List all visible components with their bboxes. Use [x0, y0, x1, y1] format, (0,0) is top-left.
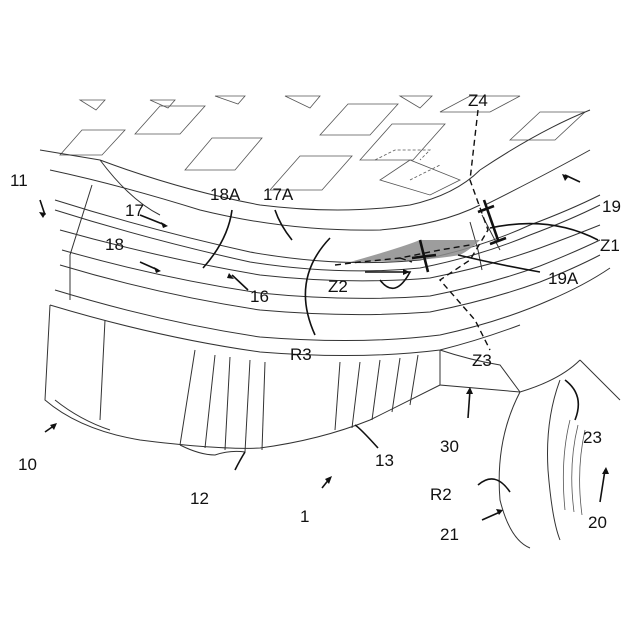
label-11: 11 [10, 171, 28, 190]
label-20: 20 [588, 513, 607, 532]
label-23: 23 [583, 428, 602, 447]
label-19: 19 [602, 197, 621, 216]
label-r2: R2 [430, 485, 452, 504]
tread-pattern [60, 86, 585, 195]
label-r3: R3 [290, 345, 312, 364]
label-z3: Z3 [472, 351, 492, 370]
label-1: 1 [300, 507, 309, 526]
dimension-marks [412, 200, 506, 272]
tire-contour [40, 110, 620, 548]
label-16: 16 [250, 287, 269, 306]
leader-lines [40, 175, 605, 520]
label-18: 18 [105, 235, 124, 254]
label-z4: Z4 [468, 91, 488, 110]
label-12: 12 [190, 489, 209, 508]
leader-arrowheads [39, 174, 609, 515]
label-21: 21 [440, 525, 459, 544]
label-z2: Z2 [328, 277, 348, 296]
label-17a: 17A [263, 185, 294, 204]
reference-labels: 11 17 18A 17A 18 16 R3 Z2 Z4 19 Z1 19A Z… [10, 91, 621, 544]
label-10: 10 [18, 455, 37, 474]
label-18a: 18A [210, 185, 241, 204]
label-z1: Z1 [600, 236, 620, 255]
label-30: 30 [440, 437, 459, 456]
label-17: 17 [125, 201, 144, 220]
label-13: 13 [375, 451, 394, 470]
label-19a: 19A [548, 269, 579, 288]
